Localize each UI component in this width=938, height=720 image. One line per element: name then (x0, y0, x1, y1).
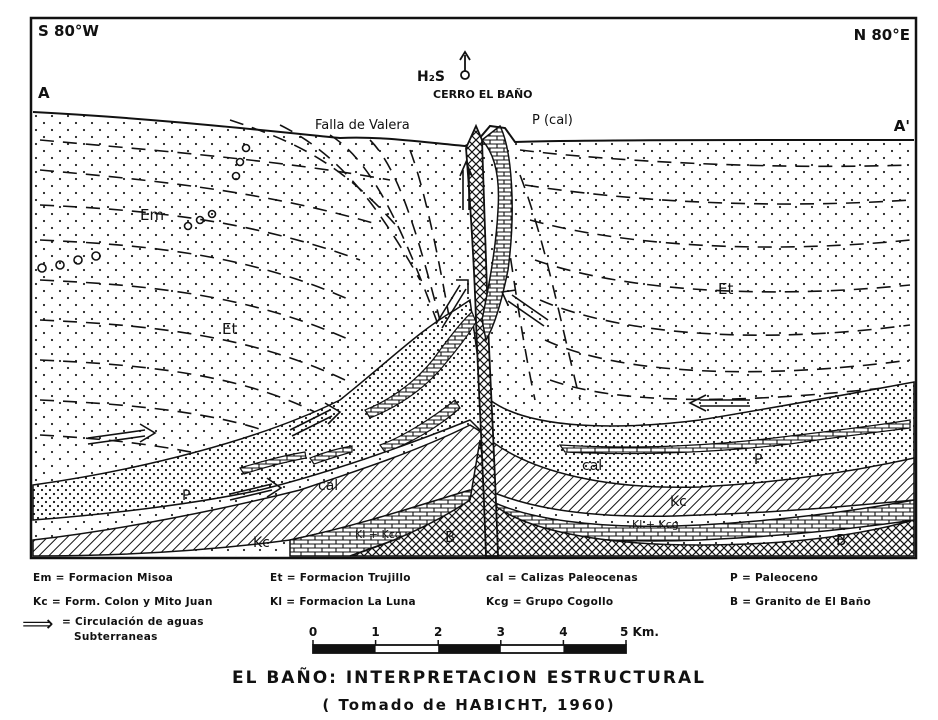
unit-p-left-label: P (182, 488, 190, 504)
scale-tick-3: 3 (497, 625, 505, 639)
topography-line (32, 111, 915, 148)
water-flow-arrows (87, 159, 750, 501)
unit-kl-left-label: Kl + Kcg (355, 528, 402, 541)
unit-p-right-label: P (754, 452, 762, 468)
legend-kc: Kc = Form. Colon y Mito Juan (33, 596, 213, 608)
legend-p: P = Paleoceno (730, 572, 819, 584)
scale-tick-2: 2 (434, 625, 442, 639)
unit-cal-left-label: cal (318, 478, 338, 494)
unit-et-right-label: Et (718, 280, 733, 298)
scale-tick-5: 5 Km. (620, 625, 659, 639)
figure-source: ( Tomado de HABICHT, 1960) (322, 696, 616, 714)
unit-kc-right-label: Kc (670, 494, 687, 510)
limestone-lenses (239, 310, 911, 475)
unit-cal-right-label: cal (582, 458, 602, 474)
corner-right-label: N 80°E (854, 26, 910, 44)
water-flow-arrow-icon: ⟹ (22, 612, 54, 637)
unit-kc-left-label: Kc (253, 535, 270, 551)
corner-left-label: S 80°W (38, 22, 99, 40)
section-end-a-label: A (38, 84, 50, 102)
h2s-vent-icon (459, 50, 471, 80)
legend-cal: cal = Calizas Paleocenas (486, 572, 638, 584)
section-end-a-prime-label: A' (894, 117, 910, 135)
figure-title: EL BAÑO: INTERPRETACION ESTRUCTURAL (231, 668, 707, 688)
fault-label: Falla de Valera (315, 118, 410, 133)
h2s-label: H₂S (417, 69, 445, 85)
legend-flow-line1: = Circulación de aguas (62, 616, 204, 628)
scale-tick-1: 1 (371, 625, 379, 639)
unit-kl-right-label: Kl + Kcg (632, 518, 679, 531)
unit-b-right-label: B (836, 531, 846, 549)
unit-et-left-label: Et (222, 320, 237, 338)
scale-tick-0: 0 (309, 625, 317, 639)
fault-zone (465, 123, 499, 557)
p-cal-label: P (cal) (532, 113, 573, 128)
legend-kl: Kl = Formacion La Luna (270, 596, 416, 608)
fault-limestone-strip (480, 124, 513, 343)
peak-label: CERRO EL BAÑO (433, 88, 533, 101)
legend-b: B = Granito de El Baño (730, 596, 872, 608)
scale-bar: 0 1 2 3 4 5 Km. (309, 625, 659, 654)
unit-b-center-label: B (445, 528, 455, 546)
legend-flow-line2: Subterraneas (74, 631, 158, 643)
legend-et: Et = Formacion Trujillo (270, 572, 411, 584)
legend-kcg: Kcg = Grupo Cogollo (486, 596, 614, 608)
legend-em: Em = Formacion Misoa (33, 572, 174, 584)
conglomerate-circles (37, 143, 251, 273)
scale-tick-4: 4 (559, 625, 567, 639)
unit-em-label: Em (140, 206, 164, 224)
